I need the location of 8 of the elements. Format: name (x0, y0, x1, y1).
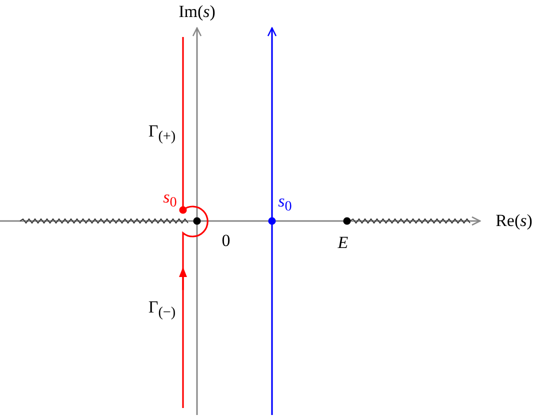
origin-label: 0 (222, 231, 230, 251)
point-label: s$_{0}$ (278, 191, 292, 217)
point-label: E (338, 233, 348, 253)
axis-label: Re(s) (496, 211, 532, 231)
point-label: s$_{0}$ (163, 187, 177, 213)
axis-label: Im(s) (178, 2, 216, 22)
contour-label: Γ$_{(+)}$ (148, 121, 176, 147)
contour-label: Γ$_{(−)}$ (148, 297, 176, 323)
